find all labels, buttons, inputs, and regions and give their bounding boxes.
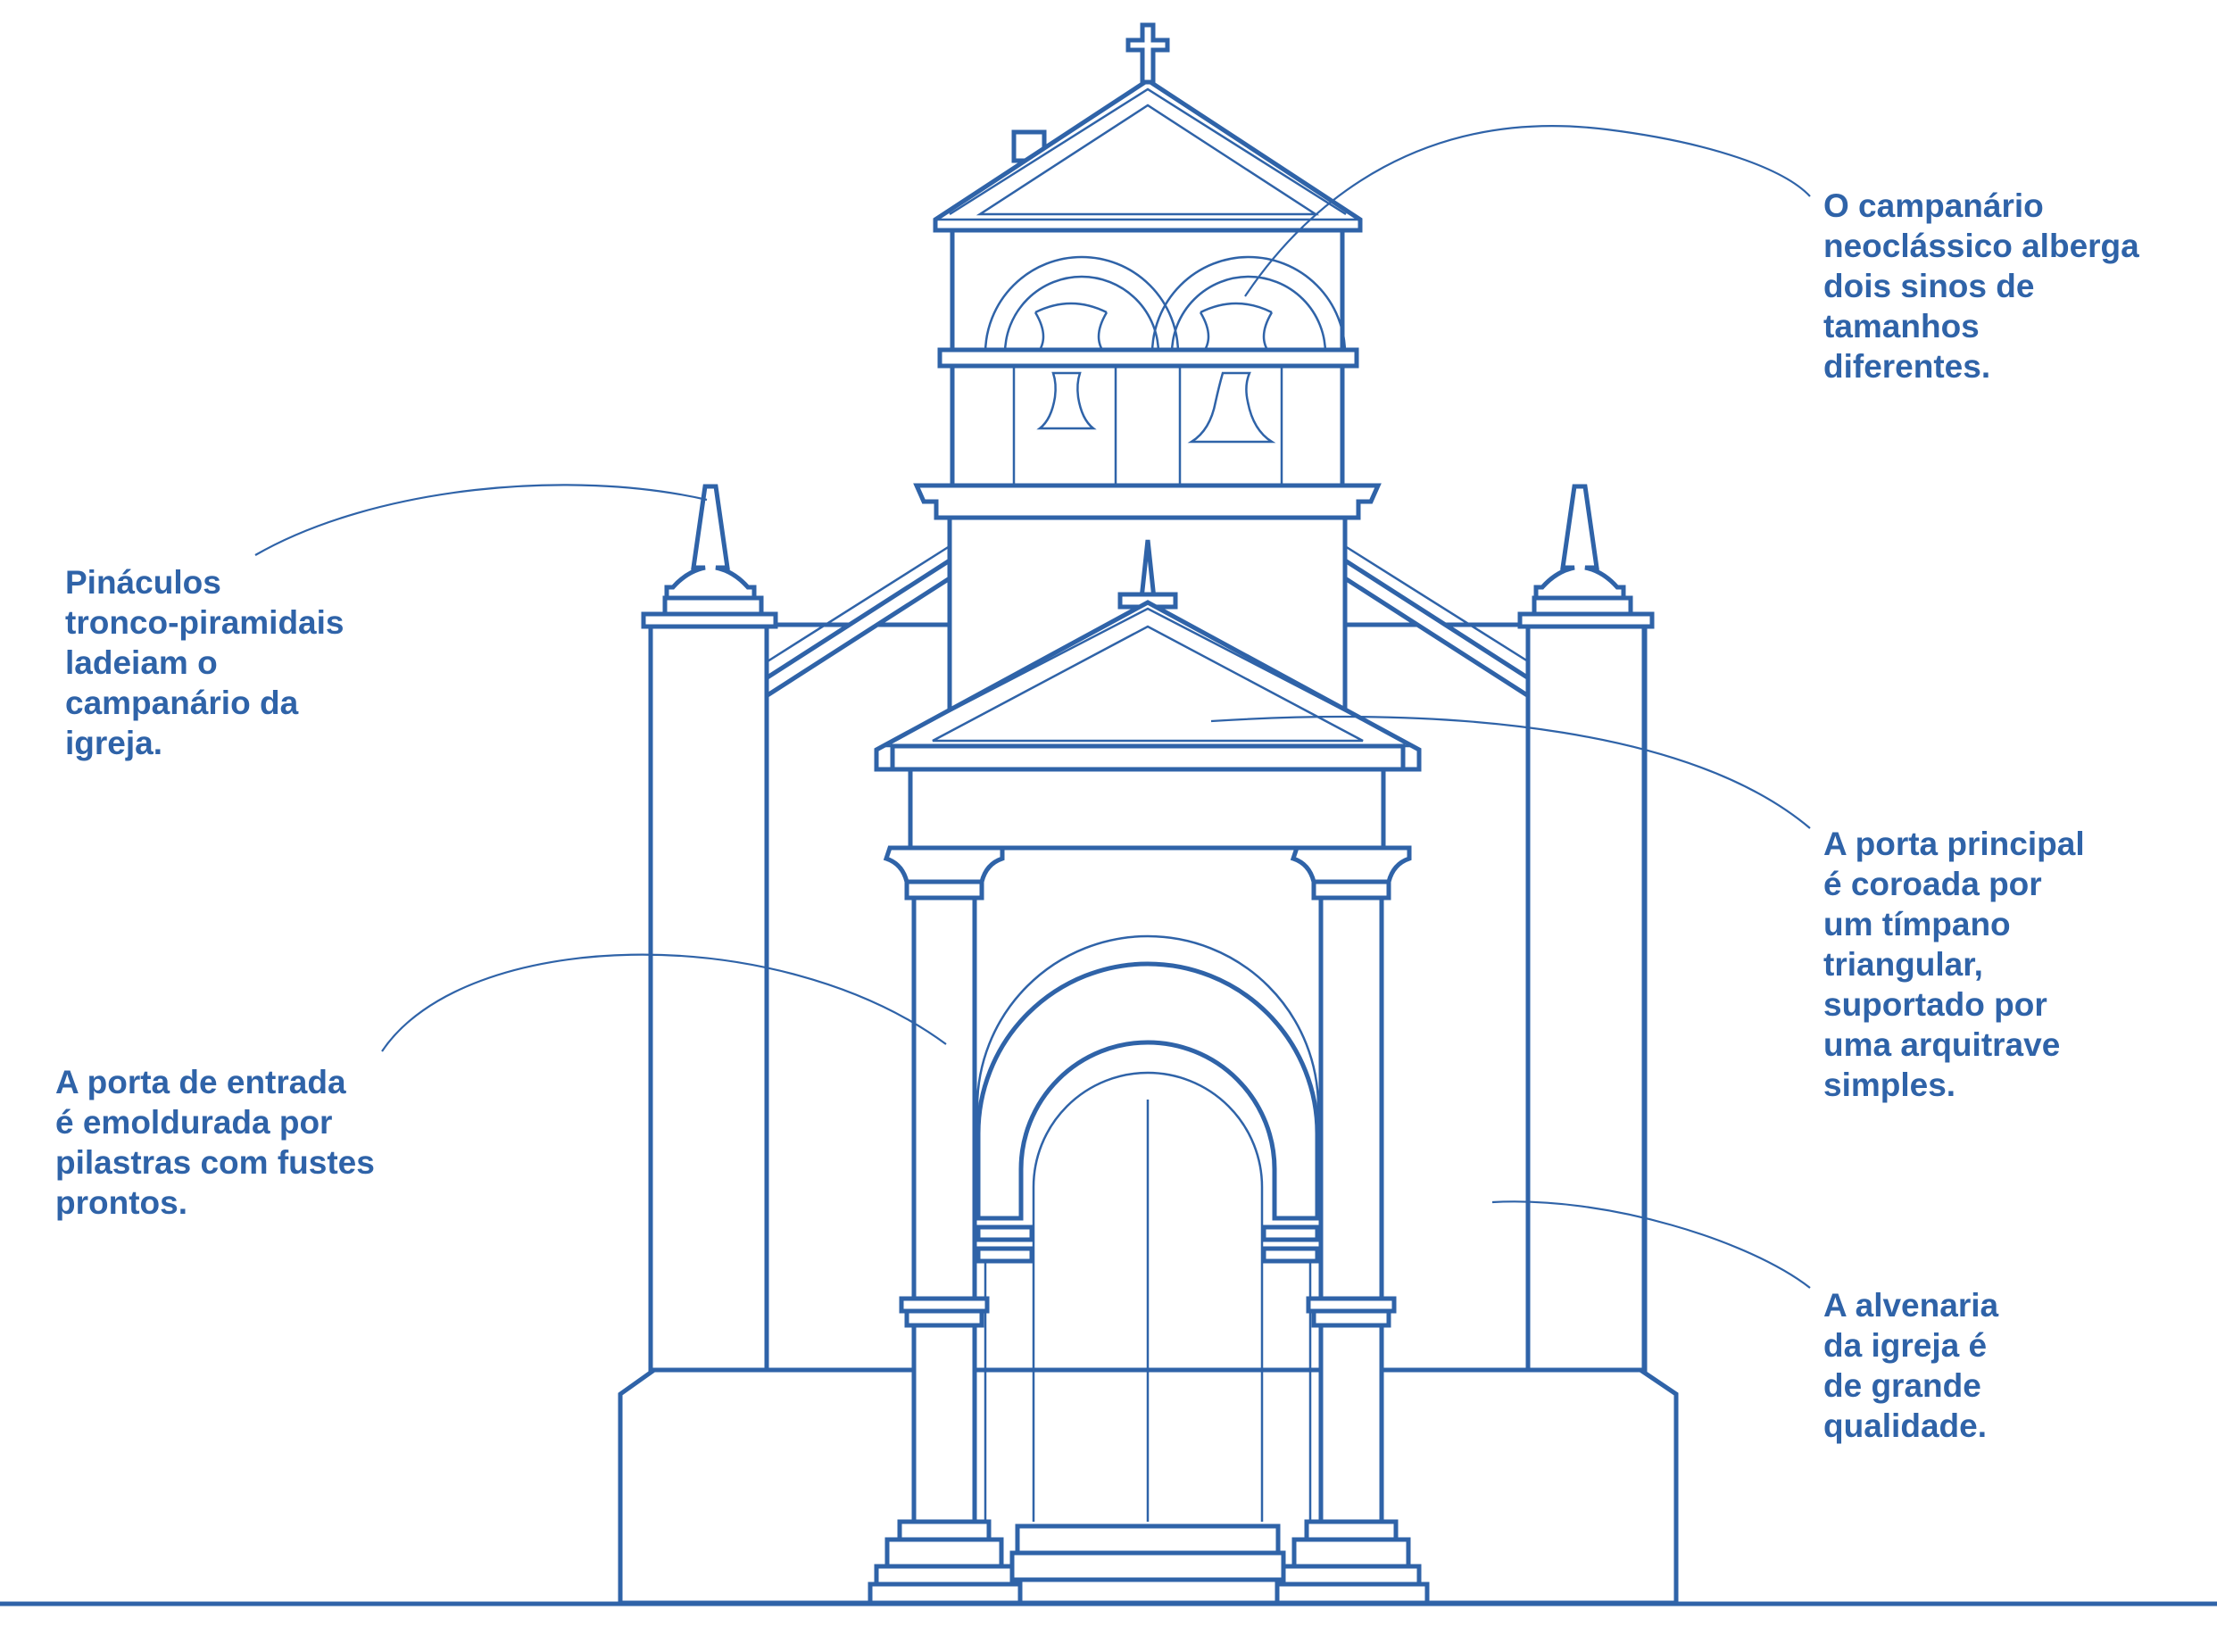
- tower-pediment: [933, 78, 1363, 233]
- left-pilaster-shaft: [911, 894, 977, 1301]
- large-bell-icon: [1187, 371, 1276, 444]
- small-bell-icon: [1036, 371, 1097, 430]
- leader-masonry: [1491, 1200, 1811, 1289]
- right-pilaster-shaft-lower: [1318, 1323, 1384, 1524]
- left-side-pillar: [648, 622, 769, 1373]
- right-pinnacle: [1533, 484, 1626, 601]
- tower-cornice: [913, 483, 1382, 520]
- annotation-masonry: A alvenaria da igreja é de grande qualid…: [1823, 1287, 1999, 1444]
- annotation-main-door: A porta principal é coroada por um tímpa…: [1823, 826, 2085, 1103]
- annotation-pilasters: A porta de entrada é emoldurada por pila…: [55, 1064, 375, 1221]
- leader-main-door: [1210, 716, 1811, 829]
- left-pinnacle: [664, 484, 757, 601]
- annotation-bell-tower: O campanário neoclássico alberga dois si…: [1823, 187, 2139, 385]
- right-pilaster-shaft: [1318, 894, 1384, 1301]
- cross-icon: [1125, 22, 1170, 85]
- portal-architrave: [908, 767, 1386, 851]
- left-pilaster-shaft-lower: [911, 1323, 977, 1524]
- leader-pinnacles: [254, 484, 708, 556]
- annotation-pinnacles: Pináculos tronco-piramidais ladeiam o ca…: [65, 564, 345, 761]
- leader-bell-tower: [1244, 125, 1811, 297]
- leader-pilasters: [381, 953, 947, 1052]
- right-side-pillar: [1525, 622, 1647, 1373]
